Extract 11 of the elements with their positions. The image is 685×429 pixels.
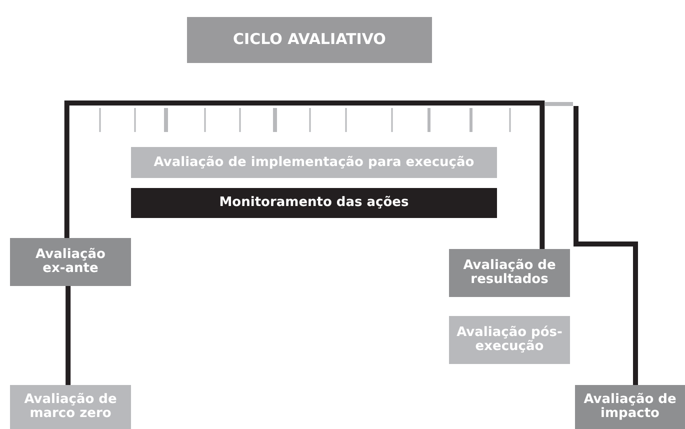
evaluation-box: Avaliação ex-ante xyxy=(10,238,131,286)
connector-line xyxy=(64,100,545,249)
process-bar: Monitoramento das ações xyxy=(131,188,497,218)
evaluation-box: Avaliação pós-execução xyxy=(449,316,570,364)
evaluation-box: Avaliação de marco zero xyxy=(10,385,131,429)
connector-line xyxy=(66,286,71,385)
process-bar: Avaliação de implementação para execução xyxy=(131,147,497,178)
title-box: CICLO AVALIATIVO xyxy=(187,17,432,63)
connector-line xyxy=(574,106,638,385)
evaluation-box: Avaliação de resultados xyxy=(449,249,570,297)
evaluation-box: Avaliação de impacto xyxy=(575,385,685,429)
